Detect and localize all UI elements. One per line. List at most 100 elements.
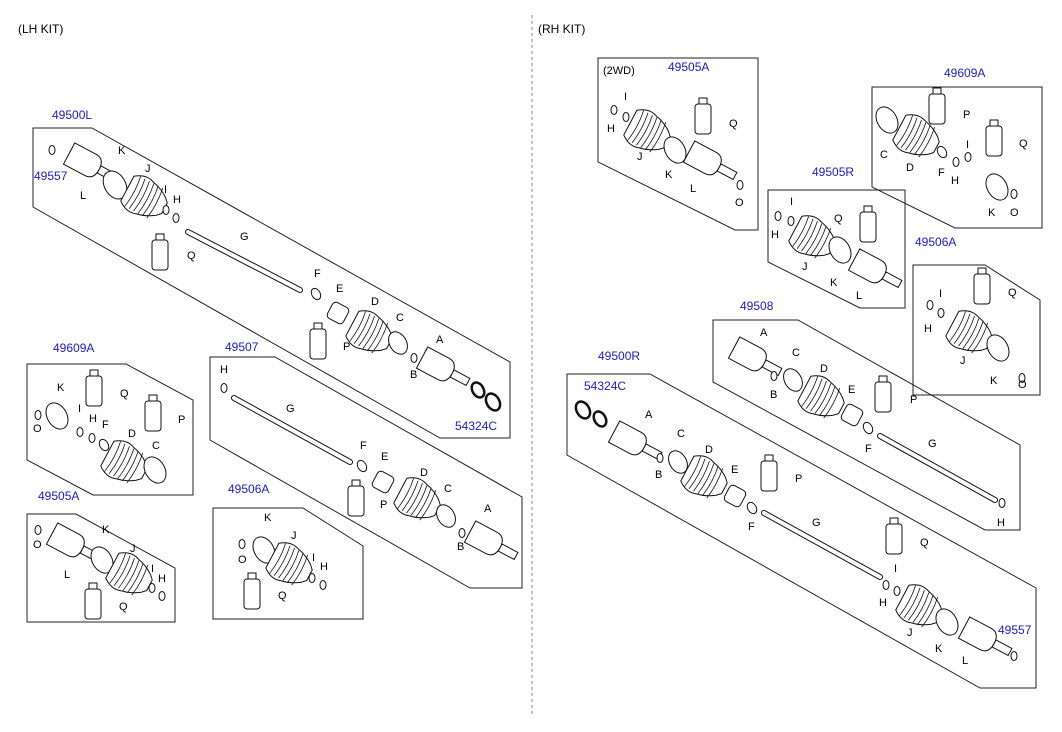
lh-49506A-clip-H bbox=[319, 580, 327, 590]
lh-49505A-grease-Q-cap bbox=[88, 582, 98, 590]
lh-main-seal-2 bbox=[484, 392, 502, 412]
rh-49505A-ring-I bbox=[622, 112, 630, 122]
rh-49505A-label-I: I bbox=[624, 91, 627, 103]
lh-49507-boot-D bbox=[393, 477, 441, 521]
lh-49507-label-H: H bbox=[220, 364, 228, 376]
lh-49609A-band-K bbox=[45, 402, 69, 430]
rh-49508-band-C bbox=[783, 368, 803, 392]
rh-49609A-grease-Q bbox=[985, 125, 1003, 157]
rh-main-label-H: H bbox=[879, 597, 887, 609]
rh-49505A-label-K: K bbox=[665, 169, 673, 181]
rh-main-tripod-E bbox=[723, 484, 747, 508]
rh-49508-boot-D bbox=[797, 375, 845, 419]
lh-main-label-E: E bbox=[336, 283, 343, 295]
rh-49609A-label-P: P bbox=[963, 109, 970, 121]
lh-49507-grease-P bbox=[347, 485, 365, 517]
lh-49609A-boot-D bbox=[100, 440, 148, 484]
part-no-49609A-rh: 49609A bbox=[944, 66, 985, 80]
lh-49609A-label-K: K bbox=[57, 382, 65, 394]
rh-main-boot-D bbox=[680, 455, 728, 499]
rh-49505R-ring-I bbox=[787, 216, 795, 226]
rh-49505R-label-K: K bbox=[830, 277, 838, 289]
rh-main-grease-P bbox=[760, 460, 778, 492]
rh-49505R-boot-J bbox=[788, 215, 836, 259]
lh-main-inner-joint-A bbox=[415, 346, 471, 387]
lh-main-label-L: L bbox=[80, 190, 86, 202]
rh-main-grease-Q bbox=[885, 523, 903, 555]
lh-49507-label-G: G bbox=[286, 403, 295, 415]
lh-49505A-label-O: O bbox=[33, 539, 42, 551]
rh-49508-clip-H bbox=[998, 498, 1006, 508]
rh-49609A-band-C bbox=[875, 106, 899, 134]
part-no-49500R: 49500R bbox=[598, 349, 640, 363]
group-outline-rh-main bbox=[566, 373, 1037, 689]
part-no-49507: 49507 bbox=[225, 340, 259, 354]
lh-49507-band-C bbox=[436, 504, 456, 528]
lh-49506A-label-I: I bbox=[312, 552, 315, 564]
lh-49507-label-F: F bbox=[360, 440, 367, 452]
lh-49609A-label-D: D bbox=[128, 428, 136, 440]
lh-49507-clip-H bbox=[220, 383, 228, 393]
lh-main-label-A: A bbox=[436, 334, 444, 346]
lh-49506A-grease-Q-cap bbox=[247, 572, 257, 580]
rh-49609A-grease-P bbox=[928, 93, 946, 125]
rh-49508-clip-B bbox=[770, 371, 778, 381]
rh-main-label-C: C bbox=[677, 428, 685, 440]
lh-main-shaft-G-inner bbox=[186, 230, 302, 292]
rh-49506A-label-K: K bbox=[990, 375, 998, 387]
rh-49609A-label-K: K bbox=[988, 207, 996, 219]
rh-49508-label-B: B bbox=[770, 389, 777, 401]
rh-49609A-label-D: D bbox=[906, 162, 914, 174]
rh-49506A-label-I: I bbox=[939, 288, 942, 300]
lh-49507-label-C: C bbox=[444, 483, 452, 495]
lh-main-boot-D bbox=[345, 310, 393, 354]
lh-49507-joint-A bbox=[463, 520, 519, 561]
lh-main-ring-I bbox=[162, 205, 170, 215]
rh-49506A-band-K bbox=[986, 334, 1010, 362]
rh-49508-label-H: H bbox=[997, 517, 1005, 529]
rh-49505R-label-J: J bbox=[802, 261, 808, 273]
rh-main-seal-1 bbox=[574, 400, 592, 420]
rh-49505R-joint-L bbox=[847, 248, 903, 289]
lh-main-label-B: B bbox=[410, 369, 417, 381]
rh-49505R-label-Q: Q bbox=[834, 213, 843, 225]
rh-main-clip-B bbox=[656, 453, 664, 463]
rh-main-band-K bbox=[935, 608, 959, 636]
lh-main-tripod-E bbox=[326, 301, 350, 325]
lh-49609A-clip-O bbox=[34, 410, 42, 420]
group-outline-rh-49508 bbox=[712, 319, 1021, 531]
lh-49505A-label-K: K bbox=[102, 524, 110, 536]
lh-49505A-ring-I bbox=[148, 583, 156, 593]
lh-49507-grease-P-cap bbox=[351, 479, 361, 487]
rh-49508-label-D: D bbox=[820, 363, 828, 375]
rh-49609A-boot-D bbox=[892, 114, 940, 158]
rh-main-seal-2 bbox=[592, 410, 608, 428]
lh-main-label-C: C bbox=[396, 312, 404, 324]
lh-main-grease-P bbox=[309, 328, 327, 360]
lh-main-band-C bbox=[388, 331, 408, 355]
part-no-49506A-rh: 49506A bbox=[915, 235, 956, 249]
lh-main-grease-Q bbox=[151, 239, 169, 271]
lh-main-grease-P-cap bbox=[313, 322, 323, 330]
rh-49508-ring-F bbox=[862, 421, 874, 435]
lh-49506A-label-Q: Q bbox=[278, 590, 287, 602]
lh-main-label-F: F bbox=[314, 268, 321, 280]
group-outline-lh-main bbox=[32, 127, 511, 439]
group-outline-lh-49609A bbox=[26, 363, 194, 496]
rh-main-label-A: A bbox=[645, 409, 653, 421]
rh-main-ring-I bbox=[893, 586, 901, 596]
lh-49609A-ring-I bbox=[76, 427, 84, 437]
part-no-49508: 49508 bbox=[740, 299, 774, 313]
part-no-49557-lh: 49557 bbox=[34, 169, 68, 183]
rh-49508-label-F: F bbox=[865, 443, 872, 455]
lh-49505A-label-L: L bbox=[64, 569, 70, 581]
rh-49508-grease-P bbox=[874, 381, 892, 413]
rh-49609A-ring-F bbox=[936, 145, 948, 159]
lh-49505A-label-H: H bbox=[158, 573, 166, 585]
rh-49505A-label-Q: Q bbox=[729, 118, 738, 130]
rh-49505A-boot-J bbox=[623, 109, 671, 153]
rh-49609A-clip-H bbox=[952, 157, 960, 167]
rh-49505A-label-H: H bbox=[607, 123, 615, 135]
